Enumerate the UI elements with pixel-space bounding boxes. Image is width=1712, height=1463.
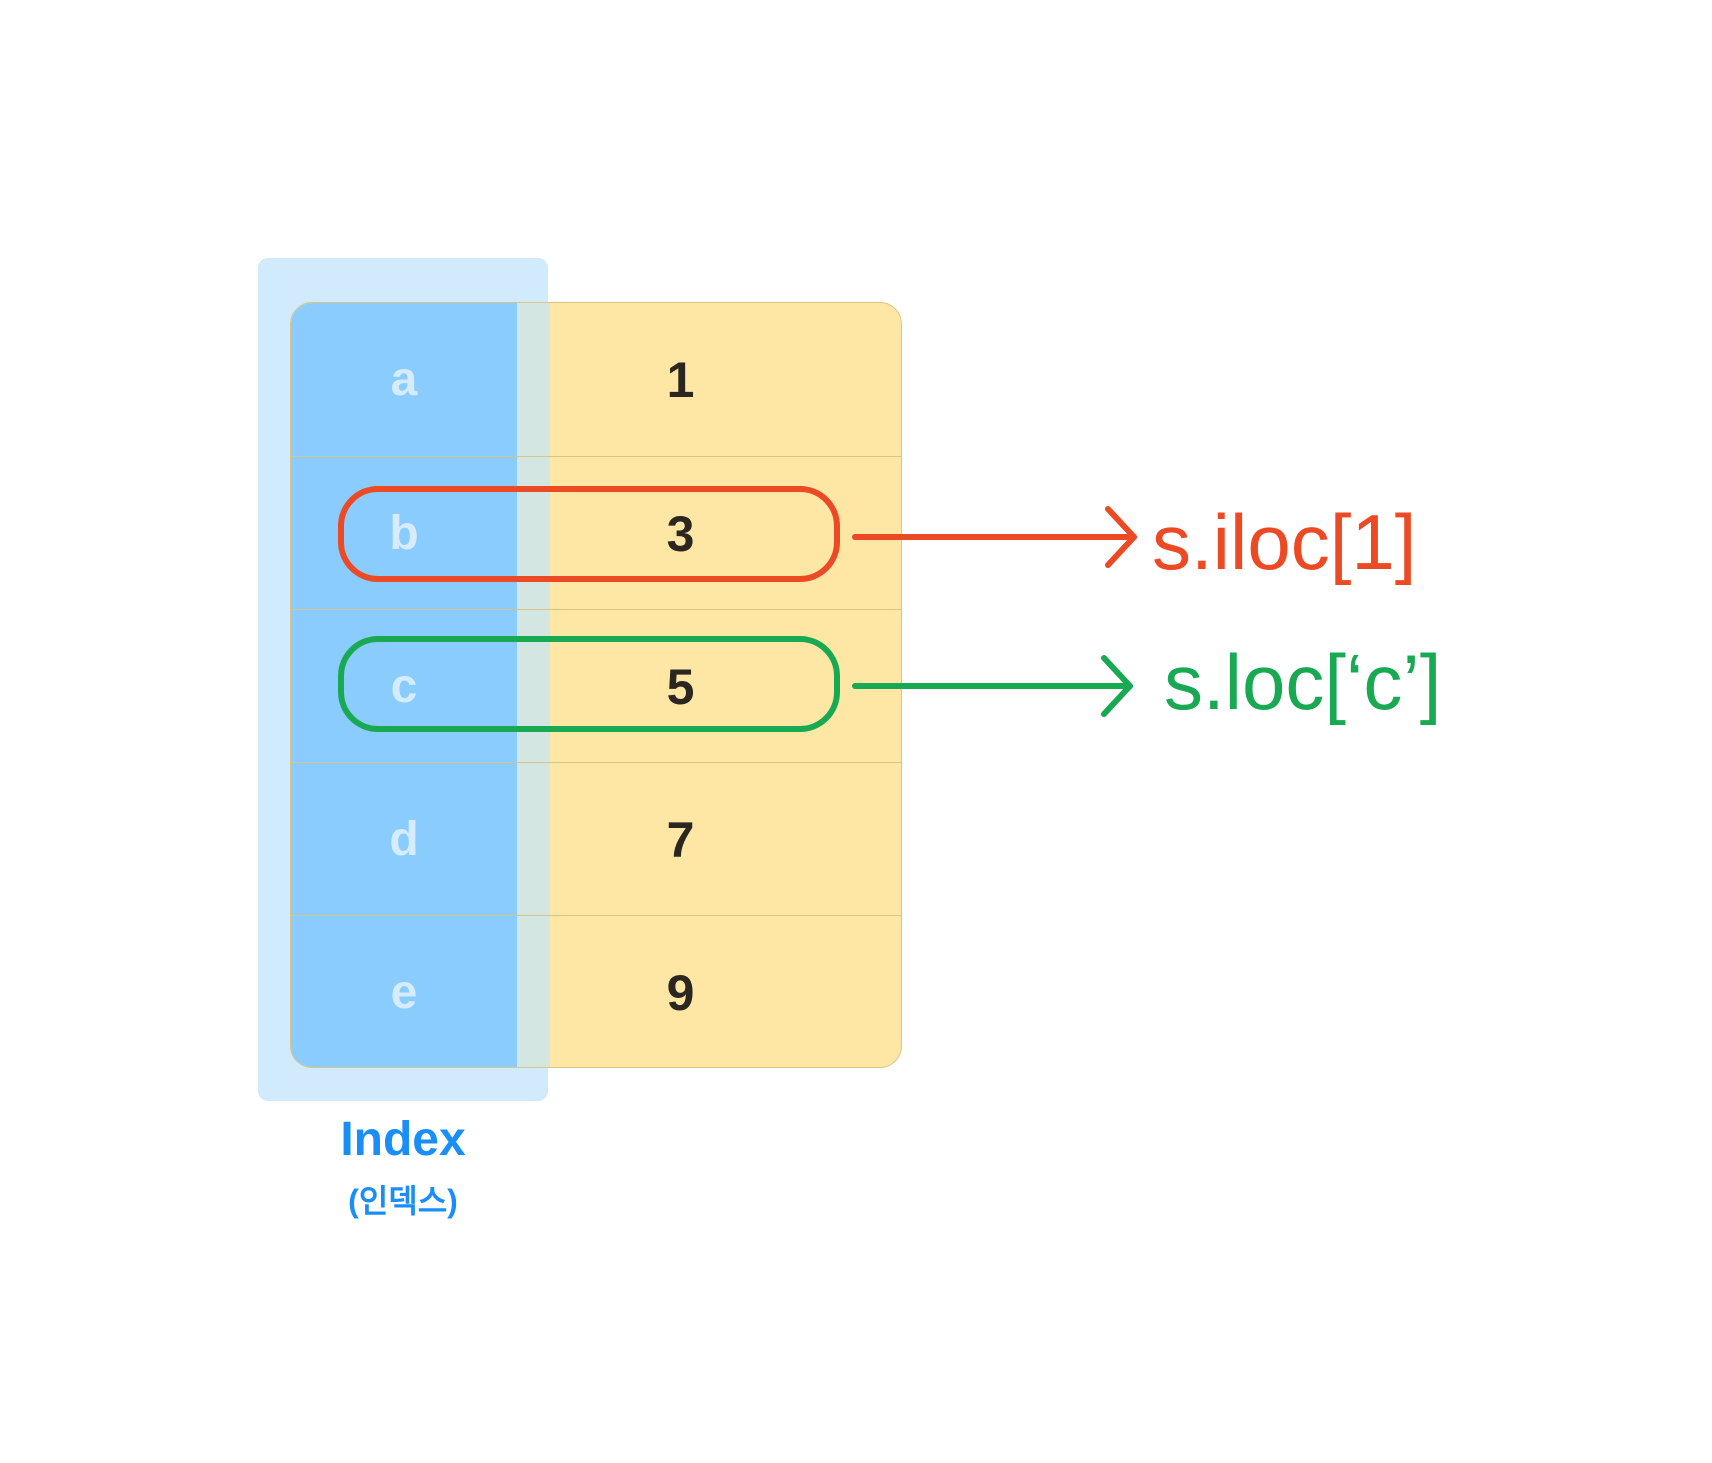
series-row: d 7	[291, 762, 901, 916]
index-cell: e	[291, 916, 517, 1067]
series-row: a 1	[291, 303, 901, 456]
value-cell: 9	[666, 964, 695, 1021]
iloc-selection-box	[338, 486, 840, 582]
index-overlap	[517, 763, 550, 916]
loc-code-label: s.loc[‘c’]	[1164, 638, 1442, 726]
index-overlap	[517, 303, 550, 456]
index-overlap	[517, 457, 550, 610]
series-row: c 5	[291, 609, 901, 763]
index-cell: a	[291, 303, 517, 456]
index-title: Index	[340, 1113, 466, 1166]
index-subtitle: (인덱스)	[348, 1183, 458, 1219]
index-cell: c	[291, 610, 517, 763]
iloc-code-label: s.iloc[1]	[1152, 498, 1417, 586]
value-cell: 1	[666, 351, 695, 408]
loc-arrow	[852, 655, 1133, 717]
series-row: e 9	[291, 915, 901, 1067]
series-row: b 3	[291, 456, 901, 610]
value-cell: 7	[666, 811, 695, 868]
index-overlap	[517, 916, 550, 1067]
index-overlap	[517, 610, 550, 763]
index-cell: b	[291, 457, 517, 610]
value-cell: 3	[666, 505, 695, 562]
value-cell: 5	[666, 658, 695, 715]
iloc-arrow	[852, 506, 1137, 568]
loc-selection-box	[338, 636, 840, 732]
index-cell: d	[291, 763, 517, 916]
series-table: a 1 b 3 c 5 d 7 e 9	[290, 302, 902, 1068]
